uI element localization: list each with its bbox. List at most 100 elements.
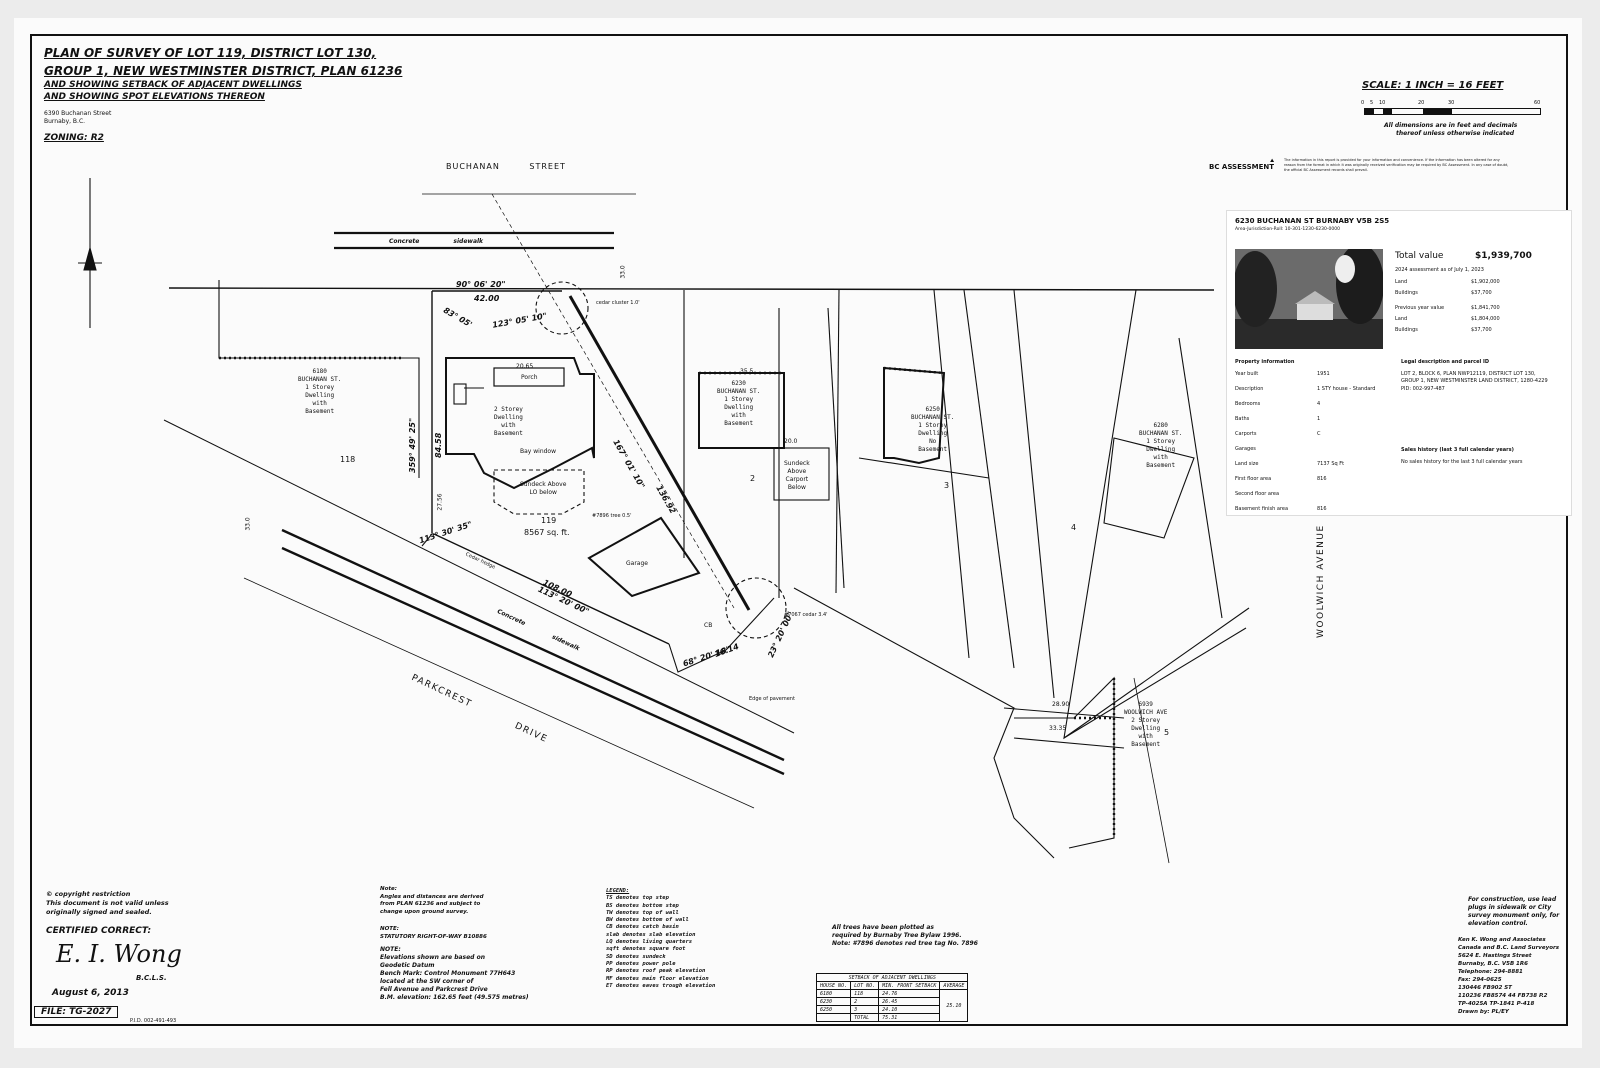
bc-row-prev: Previous year value (1395, 305, 1445, 311)
porch-label: Porch (521, 374, 538, 381)
scale-tick-30: 30 (1448, 100, 1455, 106)
lot-number-3: 3 (944, 481, 950, 490)
scale-tick-0: 0 (1361, 100, 1365, 106)
property-photo (1235, 249, 1383, 349)
bc-prop-value: 4 (1317, 401, 1321, 407)
bc-prop-key: Carports (1235, 431, 1257, 437)
setback-cell: 24.10 (878, 1005, 941, 1014)
setback-title: SETBACK OF ADJACENT DWELLINGS (815, 973, 969, 982)
setback-average: 25.10 (939, 989, 969, 1022)
dim-33-north: 33.0 (619, 265, 627, 279)
bc-prop-key: Second floor area (1235, 491, 1280, 497)
bc-total-label: Total value (1395, 251, 1444, 261)
survey-plan-drawing (78, 178, 1250, 864)
setback-cell: 2 (850, 997, 880, 1006)
lot-number-118: 118 (340, 455, 356, 464)
setback-cell: 24.76 (878, 989, 941, 998)
scale-note-2: thereof unless otherwise indicated (1396, 130, 1515, 137)
bc-sales-none: No sales history for the last 3 full cal… (1401, 459, 1523, 465)
north-arrow-icon (78, 178, 102, 328)
note-row: NOTE:STATUTORY RIGHT-OF-WAY B10886 (380, 926, 487, 940)
bc-assess-note: 2024 assessment as of July 1, 2023 (1395, 267, 1484, 273)
bc-prop-value: 1951 (1317, 371, 1330, 377)
dim-north-distance: 42.00 (474, 294, 500, 303)
dim-20-0: 20.0 (784, 438, 798, 445)
bc-prop-key: First floor area (1235, 476, 1272, 482)
bc-row-prev-land-value: $1,804,000 (1471, 316, 1500, 322)
scale-tick-5: 5 (1370, 100, 1374, 106)
address-line1: 6390 Buchanan Street (44, 110, 112, 117)
bc-assessment-brand: BC ASSESSMENT (1209, 163, 1275, 171)
bc-pid: PID: 002-997-487 (1401, 386, 1445, 392)
bc-row-prev-land: Land (1395, 316, 1408, 322)
bc-row-buildings-value: $37,700 (1471, 290, 1492, 296)
plan-title-line3: AND SHOWING SETBACK OF ADJACENT DWELLING… (44, 80, 302, 90)
bc-prop-value: 1 (1317, 416, 1321, 422)
sidewalk-north: Concrete sidewalk (389, 238, 484, 245)
file-number: FILE: TG-2027 (34, 1006, 119, 1018)
dim-33-south: 33.0 (244, 517, 252, 531)
bc-prop-value: C (1317, 431, 1321, 437)
scale-label: SCALE: 1 INCH = 16 FEET (1362, 80, 1504, 91)
bc-assessment-card: 6230 BUCHANAN ST BURNABY V5B 2S5 Area-Ju… (1226, 210, 1572, 516)
zoning-label: ZONING: R2 (44, 133, 104, 143)
lot-number-5: 5 (1164, 728, 1170, 737)
survey-date: August 6, 2013 (52, 988, 129, 998)
setback-header: LOT NO. (850, 981, 880, 990)
setback-cell: 6180 (815, 989, 852, 998)
bc-legal-head: Legal description and parcel ID (1401, 359, 1489, 365)
setback-total: 75.31 (878, 1013, 941, 1022)
legend: LEGEND: TS denotes top step BS denotes b… (606, 888, 716, 989)
scale-tick-20: 20 (1418, 100, 1425, 106)
bc-row-prev-value: $1,841,700 (1471, 305, 1500, 311)
bc-prop-value: 816 (1317, 506, 1327, 512)
bc-prop-key: Baths (1235, 416, 1250, 422)
footer-pid: P.I.D. 002-491-493 (130, 1018, 177, 1024)
bc-prop-key: Description (1235, 386, 1264, 392)
bc-total-value: $1,939,700 (1475, 251, 1532, 261)
bc-prop-key: Year built (1235, 371, 1259, 377)
street-buchanan: BUCHANAN STREET (446, 162, 566, 171)
setback-cell: 6230 (815, 997, 852, 1006)
plan-title-line4: AND SHOWING SPOT ELEVATIONS THEREON (44, 92, 265, 102)
lot-119-area: 8567 sq. ft. (524, 528, 570, 537)
edge-of-pavement-label: Edge of pavement (749, 696, 795, 702)
dim-north-bearing: 90° 06' 20" (456, 280, 506, 289)
setback-header: MIN. FRONT SETBACK (878, 981, 941, 990)
dim-33-35: 33.35 (1049, 725, 1067, 732)
dim-27-56: 27.56 (436, 493, 444, 511)
scale-tick-60: 60 (1534, 100, 1541, 106)
setback-cell: 118 (850, 989, 880, 998)
lot-number-4: 4 (1071, 523, 1077, 532)
dim-west-bearing: 359° 49' 25" (408, 417, 417, 473)
scale-note-1: All dimensions are in feet and decimals (1384, 122, 1518, 129)
bc-row-land: Land (1395, 279, 1408, 285)
drawing-frame (30, 34, 1568, 1026)
setback-table: SETBACK OF ADJACENT DWELLINGS HOUSE NO. … (815, 973, 969, 1022)
bc-prop-key: Land size (1235, 461, 1259, 467)
setback-header: HOUSE NO. (815, 981, 852, 990)
street-woolwich: WOOLWICH AVENUE (1316, 524, 1326, 638)
surveyor-signature: E. I. Wong (56, 940, 182, 968)
certified-correct: CERTIFIED CORRECT: (46, 926, 152, 936)
scale-tick-10: 10 (1379, 100, 1386, 106)
bc-prop-value: 1 STY house - Standard (1317, 386, 1376, 392)
bc-address: 6230 BUCHANAN ST BURNABY V5B 2S5 (1235, 217, 1390, 225)
setback-cell: 26.45 (878, 997, 941, 1006)
survey-sheet: PLAN OF SURVEY OF LOT 119, DISTRICT LOT … (14, 18, 1582, 1048)
bc-prop-value: 816 (1317, 476, 1327, 482)
setback-total-label: TOTAL (850, 1013, 880, 1022)
bc-property-head: Property information (1235, 359, 1295, 365)
setback-cell: 3 (850, 1005, 880, 1014)
garage-label: Garage (626, 560, 648, 567)
